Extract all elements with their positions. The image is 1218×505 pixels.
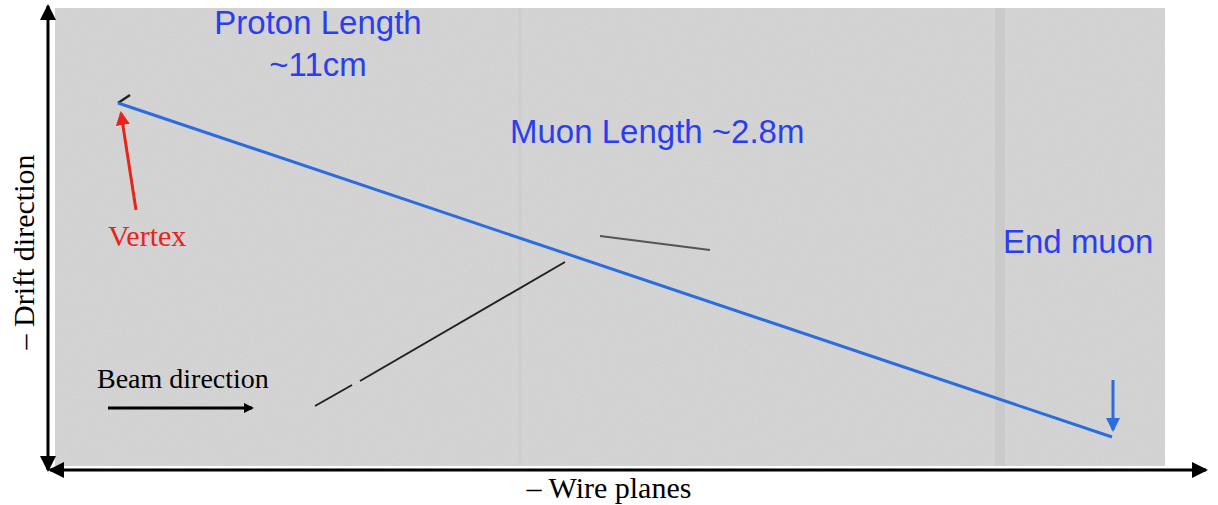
muon-label: Muon Length ~2.8m [510,112,804,152]
proton-track [118,95,130,103]
cosmic-track [360,262,565,381]
axis-label: – Wire planes [527,470,692,505]
end-label: End muon [1003,222,1153,262]
image-noise [55,8,1165,466]
vertex-pointer [121,113,136,210]
track-hits [600,236,710,250]
beam-arrow [108,407,252,410]
proton-label: Proton Length ~11cm [168,2,468,86]
drift-axis [47,6,50,470]
tpc-image [55,8,1165,466]
vertex-label: Vertex [108,218,186,254]
cosmic-track [315,385,352,406]
beam-label: Beam direction [97,362,269,396]
axis-label: – Drift direction [6,155,42,350]
end-pointer [1112,380,1115,430]
